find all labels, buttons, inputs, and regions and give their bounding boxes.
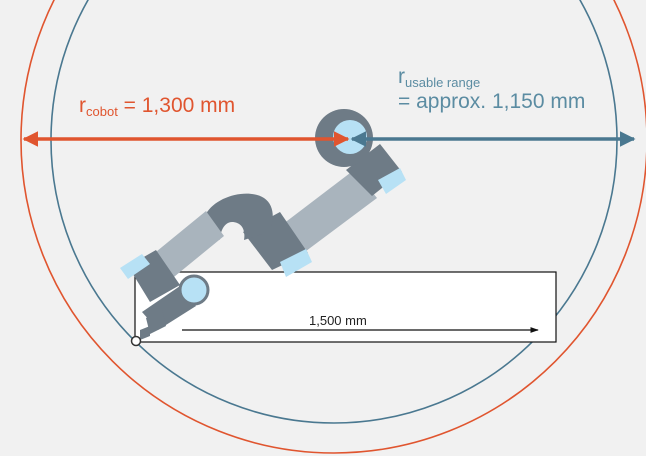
usable-range-value: = approx. 1,150 mm bbox=[398, 90, 586, 113]
cobot-arm bbox=[120, 109, 406, 347]
cobot-radius-label: rcobot = 1,300 mm bbox=[79, 95, 235, 118]
usable-range-label: rusable range = approx. 1,150 mm bbox=[398, 66, 585, 112]
cobot-reach-circle bbox=[20, 0, 646, 454]
usable-range-subscript: usable range bbox=[405, 75, 481, 90]
cobot-radius-subscript: cobot bbox=[86, 104, 118, 119]
cobot-radius-symbol: r bbox=[79, 94, 86, 117]
usable-range-symbol: r bbox=[398, 65, 405, 88]
cobot-radius-value: = 1,300 mm bbox=[117, 94, 236, 117]
table-length-label: 1,500 mm bbox=[309, 313, 367, 328]
